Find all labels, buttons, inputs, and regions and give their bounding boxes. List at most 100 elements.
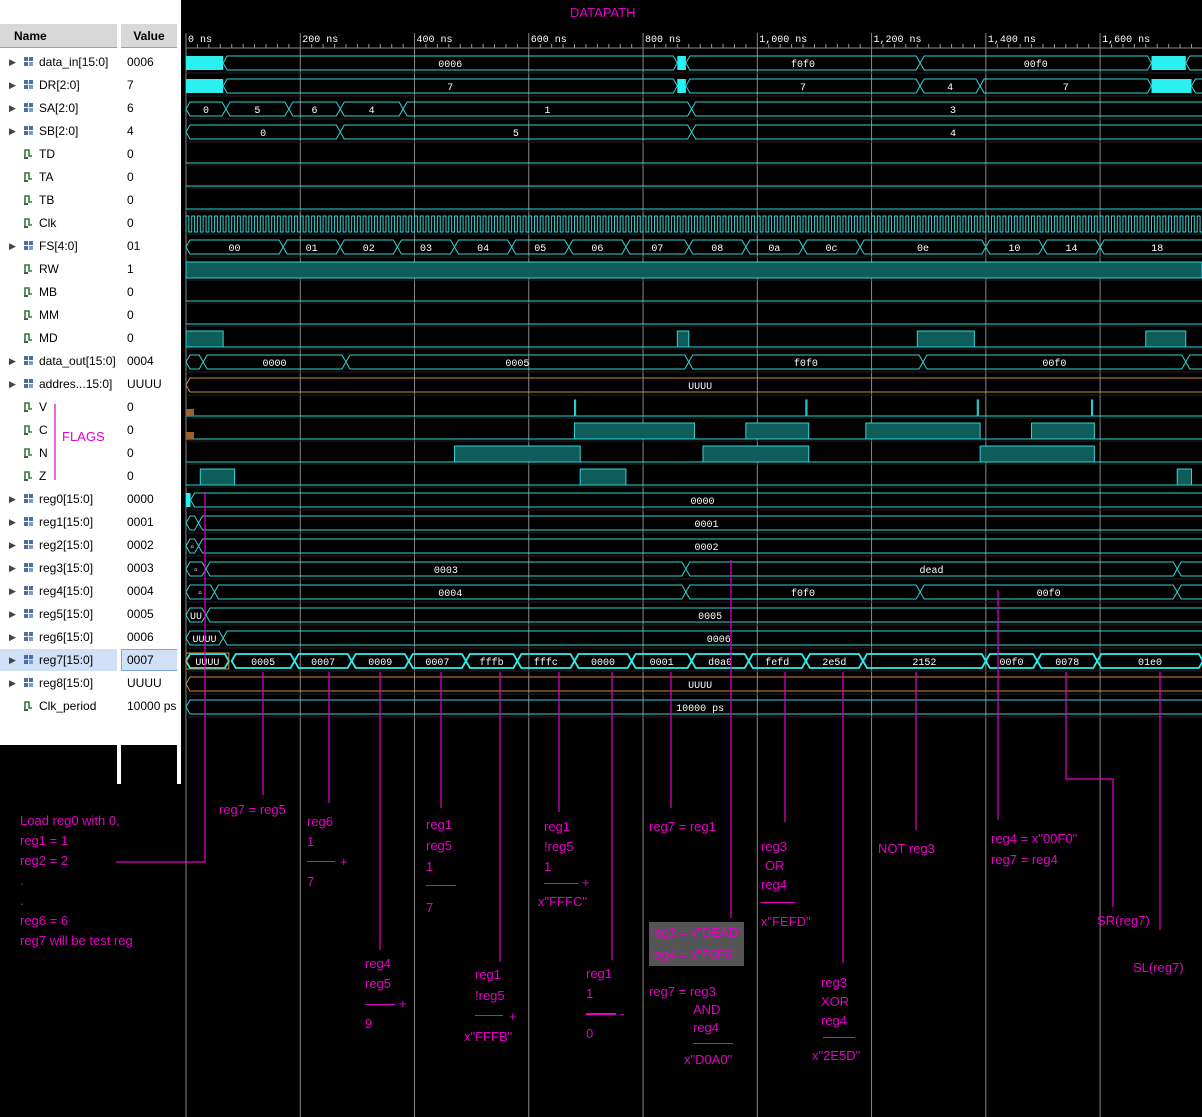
signal-row[interactable]: ▶SA[2:0]6 — [0, 97, 180, 120]
signal-row[interactable]: ▶reg7[15:0]0007 — [0, 649, 180, 672]
signal-row[interactable]: ▶SB[2:0]4 — [0, 120, 180, 143]
bus-segment — [185, 676, 1202, 692]
note-line: x"FFFB" — [464, 1029, 513, 1044]
expand-arrow-icon[interactable]: ▶ — [9, 586, 16, 596]
signal-row[interactable]: ▶reg2[15:0]0002 — [0, 534, 180, 557]
note-rule — [823, 1037, 855, 1038]
bus-signal-icon — [24, 517, 33, 526]
note-line: reg5 — [426, 838, 453, 853]
expand-arrow-icon[interactable]: ▶ — [9, 609, 16, 619]
bus-segment — [1176, 584, 1202, 600]
note-line: reg4 — [761, 877, 788, 892]
signal-name-panel: Name Value ▶data_in[15:0]0006▶DR[2:0]7▶S… — [0, 0, 180, 745]
signal-row[interactable]: ▶DR[2:0]7 — [0, 74, 180, 97]
chart-title: DATAPATH — [570, 5, 636, 20]
signal-row[interactable]: ▶FS[4:0]01 — [0, 235, 180, 258]
bit-high-pulse — [573, 399, 577, 417]
bus-value-label: 4 — [369, 106, 375, 117]
signal-row[interactable]: ▶data_out[15:0]0004 — [0, 350, 180, 373]
annotation-reg7-reg5: reg7 = reg5 — [219, 802, 286, 817]
signal-name: reg7[15:0] — [39, 653, 94, 667]
signal-row[interactable]: ▶data_in[15:0]0006 — [0, 51, 180, 74]
expand-arrow-icon[interactable]: ▶ — [9, 632, 16, 642]
signal-name: data_in[15:0] — [39, 55, 109, 69]
signal-name: Z — [39, 469, 47, 483]
signal-row[interactable]: ▶reg8[15:0]UUUU — [0, 672, 180, 695]
bus-signal-icon — [24, 57, 33, 66]
signal-row[interactable]: ▶reg0[15:0]0000 — [0, 488, 180, 511]
note-rule — [586, 1013, 616, 1015]
bus-signal-icon — [24, 655, 33, 664]
column-divider[interactable] — [117, 24, 121, 784]
expand-arrow-icon[interactable]: ▶ — [9, 563, 16, 573]
signal-row[interactable]: ▶reg6[15:0]0006 — [0, 626, 180, 649]
signal-name: SA[2:0] — [39, 101, 79, 115]
note-line: reg6 — [307, 814, 334, 829]
bus-value-label: 5 — [254, 106, 260, 117]
bus-segment — [1176, 561, 1202, 577]
bus-value-label: 2152 — [912, 658, 936, 669]
bus-signal-icon — [24, 126, 33, 135]
bus-segment — [185, 515, 200, 531]
signal-value: 0001 — [127, 515, 154, 529]
bus-value-label: 7 — [1063, 83, 1069, 94]
expand-arrow-icon[interactable]: ▶ — [9, 655, 16, 665]
signal-row[interactable]: ▶reg1[15:0]0001 — [0, 511, 180, 534]
expand-arrow-icon[interactable]: ▶ — [9, 103, 16, 113]
expand-arrow-icon[interactable]: ▶ — [9, 57, 16, 67]
signal-row[interactable]: ▶reg5[15:0]0005 — [0, 603, 180, 626]
expand-arrow-icon[interactable]: ▶ — [9, 678, 16, 688]
bus-value-label: fffc — [534, 657, 558, 669]
expand-arrow-icon[interactable]: ▶ — [9, 80, 16, 90]
signal-value: 0000 — [127, 492, 154, 506]
bit-signal-icon — [24, 218, 32, 228]
expand-arrow-icon[interactable]: ▶ — [9, 379, 16, 389]
signal-value: 0006 — [127, 630, 154, 644]
note-line: !reg5 — [544, 839, 574, 854]
signal-name: N — [39, 446, 48, 460]
bus-value-label: 04 — [477, 244, 489, 255]
bus-value-label: 0005 — [505, 359, 529, 370]
bus-value-label: 0000 — [690, 497, 714, 508]
bus-value-label: 1 — [544, 106, 550, 117]
pane-divider[interactable] — [177, 0, 181, 784]
signal-row[interactable]: ▶reg4[15:0]0004 — [0, 580, 180, 603]
expand-arrow-icon[interactable]: ▶ — [9, 494, 16, 504]
bus-value-label: 0e — [917, 244, 929, 255]
note-line: 1 — [544, 859, 552, 874]
bus-value-label: 06 — [591, 244, 603, 255]
bus-value-label: 7 — [800, 83, 806, 94]
signal-row[interactable]: ▶reg3[15:0]0003 — [0, 557, 180, 580]
signal-row[interactable]: ▶addres...15:0]UUUU — [0, 373, 180, 396]
time-tick-label: 400 ns — [417, 35, 453, 46]
note-line: x"2E5D" — [812, 1048, 861, 1063]
annotation-add-reg4: reg4 reg5 + 9 — [365, 954, 407, 1034]
note-op: - — [620, 1006, 625, 1021]
expand-arrow-icon[interactable]: ▶ — [9, 356, 16, 366]
value-column-header[interactable]: Value — [121, 24, 177, 48]
expand-arrow-icon[interactable]: ▶ — [9, 241, 16, 251]
note-line: reg1 = 1 — [20, 833, 69, 848]
name-column-header[interactable]: Name — [0, 24, 118, 48]
expand-arrow-icon[interactable]: ▶ — [9, 540, 16, 550]
expand-arrow-icon[interactable]: ▶ — [9, 517, 16, 527]
signal-value: 0 — [127, 170, 134, 184]
time-tick-label: 1,000 ns — [759, 35, 807, 46]
expand-arrow-icon[interactable]: ▶ — [9, 126, 16, 136]
bus-value-label: 0 — [260, 129, 266, 140]
bit-signal-icon — [24, 701, 32, 711]
